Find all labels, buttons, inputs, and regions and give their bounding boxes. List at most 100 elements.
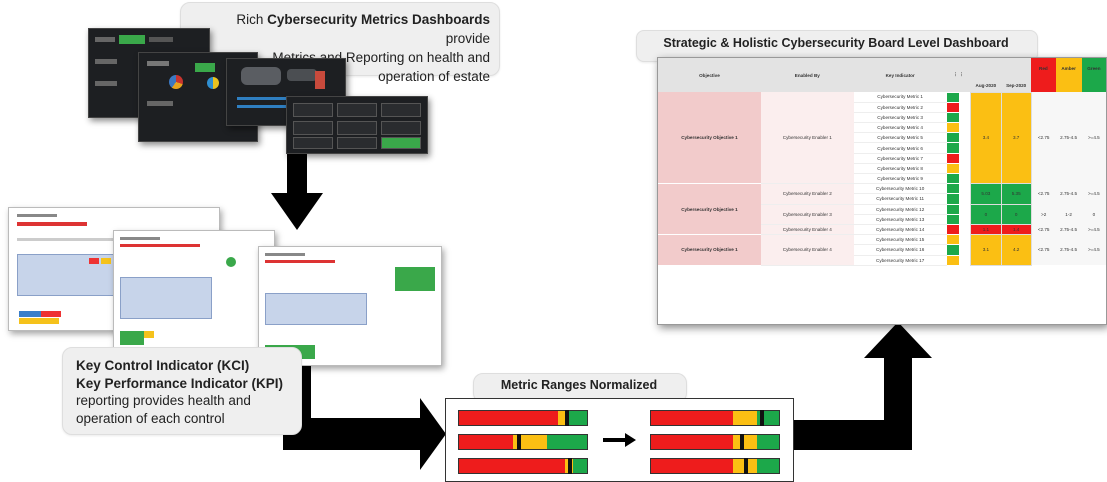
- board-title: Strategic & Holistic Cybersecurity Board…: [663, 36, 1009, 50]
- after-bar-3-marker: [743, 458, 748, 474]
- spark-status-mark: [946, 255, 959, 265]
- before-bar-2-green-segment: [547, 435, 587, 449]
- objective-cell: Cybersecurity Objective 1: [658, 183, 761, 236]
- metric-cell: Cybersecurity Metric 17: [853, 255, 947, 266]
- board-row: Cybersecurity Metric 6: [658, 142, 1106, 154]
- before-bar-1-marker: [564, 410, 569, 426]
- col-sep: Sep-2020: [1006, 82, 1027, 88]
- spark-status-mark: [946, 194, 959, 204]
- spark-status-mark: [946, 224, 959, 235]
- metric-cell: Cybersecurity Metric 1: [853, 92, 947, 103]
- spark-cell: [946, 174, 971, 184]
- before-bar-3-green-segment: [572, 459, 587, 473]
- after-bar-2-amber-segment: [732, 435, 758, 449]
- amber-threshold: 2.75-4.5: [1055, 183, 1082, 205]
- spark-status-mark: [946, 112, 959, 123]
- kpi-line1: Key Control Indicator (KCI): [76, 358, 250, 373]
- board-row: Cybersecurity Metric 8: [658, 163, 1106, 175]
- spark-status-mark: [946, 133, 959, 143]
- after-bar-1: [650, 410, 780, 426]
- before-bar-3-red-segment: [459, 459, 566, 473]
- metric-cell: Cybersecurity Metric 7: [853, 153, 947, 164]
- amber-threshold: 1-2: [1055, 204, 1082, 225]
- spark-status-mark: [946, 92, 959, 102]
- spark-cell: [946, 163, 971, 173]
- green-threshold: >=4.5: [1081, 234, 1106, 266]
- spark-cell: [946, 204, 971, 214]
- metric-cell: Cybersecurity Metric 12: [853, 204, 947, 215]
- dashboard-screenshot-4: [286, 96, 428, 154]
- metric-cell: Cybersecurity Metric 13: [853, 214, 947, 225]
- enabler-cell: Cybersecurity Enabler 3: [760, 204, 854, 225]
- before-bar-1-amber-segment: [557, 411, 568, 425]
- spark-cell: [946, 143, 971, 153]
- aug-value: 0: [970, 203, 1002, 225]
- metric-cell: Cybersecurity Metric 8: [853, 163, 947, 175]
- aug-value: 3.1: [970, 234, 1002, 266]
- after-bar-2-green-segment: [757, 435, 779, 449]
- after-bar-3-green-segment: [757, 459, 779, 473]
- after-bar-2-marker: [739, 434, 744, 450]
- sep-value: 5.35: [1000, 183, 1032, 205]
- enabler-cell: Cybersecurity Enabler 4: [760, 224, 854, 236]
- spark-cell: [946, 224, 971, 235]
- metric-cell: Cybersecurity Metric 14: [853, 224, 947, 236]
- enabler-cell: Cybersecurity Enabler 2: [760, 183, 854, 205]
- spark-cell: [946, 235, 971, 245]
- after-bar-1-red-segment: [651, 411, 733, 425]
- spark-cell: [946, 184, 971, 194]
- sep-value: 1.4: [1000, 223, 1032, 236]
- arrow-kpi-to-ranges: [283, 335, 446, 470]
- before-bar-2-red-segment: [459, 435, 513, 449]
- aug-value: 5.03: [970, 183, 1002, 205]
- spark-status-mark: [946, 102, 959, 112]
- board-row: Cybersecurity Metric 3: [658, 112, 1106, 124]
- sep-value: 0: [1000, 203, 1032, 225]
- spark-status-mark: [946, 245, 959, 255]
- green-threshold: 0: [1081, 204, 1106, 225]
- before-bar-3: [458, 458, 588, 474]
- spark-status-mark: [946, 153, 959, 163]
- col-enabled-by: Enabled By: [794, 72, 820, 78]
- spark-status-mark: [946, 123, 959, 133]
- board-dashboard: Objective Enabled By Key Indicator ⋮ ⋮ A…: [657, 57, 1107, 325]
- spark-status-mark: [946, 143, 959, 153]
- after-bar-1-amber-segment: [732, 411, 758, 425]
- spark-cell: [946, 112, 971, 123]
- after-bar-2-red-segment: [651, 435, 733, 449]
- arrow-down-dashboards: [271, 140, 323, 230]
- spark-status-mark: [946, 163, 959, 173]
- metric-cell: Cybersecurity Metric 11: [853, 193, 947, 205]
- right-arrow-icon: [603, 433, 636, 447]
- col-red: Red: [1031, 58, 1056, 92]
- col-aug: Aug-2020: [975, 82, 997, 88]
- spark-cell: [946, 92, 971, 102]
- board-row: Cybersecurity Metric 5: [658, 132, 1106, 144]
- kpi-callout-text: Key Control Indicator (KCI) Key Performa…: [76, 357, 296, 427]
- kpi-line3: reporting provides health and: [76, 393, 251, 408]
- board-row: Cybersecurity Metric 17: [658, 255, 1106, 266]
- metric-cell: Cybersecurity Metric 5: [853, 132, 947, 144]
- spark-cell: [946, 255, 971, 265]
- metric-cell: Cybersecurity Metric 16: [853, 244, 947, 256]
- after-bar-2: [650, 434, 780, 450]
- ranges-title: Metric Ranges Normalized: [500, 378, 658, 392]
- board-row: Cybersecurity Metric 11: [658, 193, 1106, 205]
- col-green: Green: [1081, 58, 1106, 92]
- metric-cell: Cybersecurity Metric 10: [853, 183, 947, 195]
- enabler-cell: Cybersecurity Enabler 4: [760, 234, 854, 266]
- spark-status-mark: [946, 235, 959, 245]
- spark-cell: [946, 214, 971, 224]
- spark-status-mark: [946, 204, 959, 214]
- amber-threshold: 2.75-4.5: [1055, 224, 1082, 235]
- metric-cell: Cybersecurity Metric 2: [853, 102, 947, 113]
- board-row: Cybersecurity Metric 7: [658, 153, 1106, 164]
- metric-cell: Cybersecurity Metric 6: [853, 142, 947, 154]
- red-threshold: <2.75: [1031, 224, 1056, 235]
- spark-status-mark: [946, 184, 959, 194]
